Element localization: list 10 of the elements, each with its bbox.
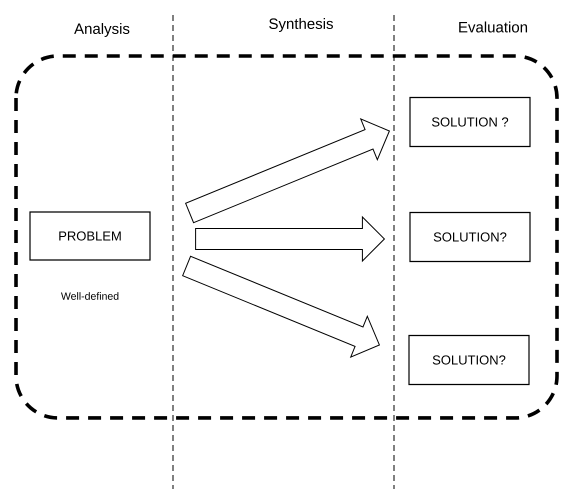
block-arrow <box>195 216 386 262</box>
column-heading: Analysis <box>74 23 130 37</box>
text-box: SOLUTION? <box>409 212 531 262</box>
column-heading: Synthesis <box>269 18 333 32</box>
node-label: Well-defined <box>60 292 118 300</box>
text-box: SOLUTION? <box>408 334 530 386</box>
column-heading: Evaluation <box>459 21 528 32</box>
text-box: SOLUTION ? <box>409 96 531 148</box>
block-arrow <box>182 256 380 358</box>
text-box: PROBLEM <box>29 211 151 261</box>
